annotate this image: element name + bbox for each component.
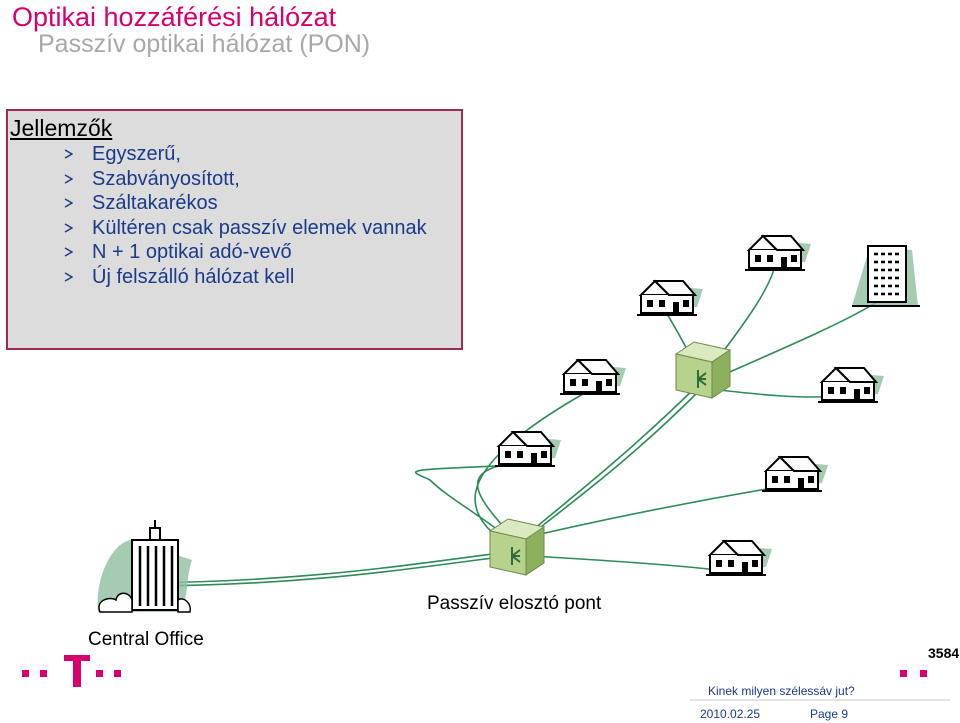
arrow-bullet-icon xyxy=(64,149,73,159)
footer-date: 2010.02.25 xyxy=(700,707,761,721)
features-heading: Jellemzők xyxy=(10,115,113,141)
house-icon xyxy=(761,456,829,492)
slide-code: 3584 xyxy=(928,645,960,661)
feature-item-text: Száltakarékos xyxy=(92,192,218,214)
features-box: Jellemzők Egyszerű, Szabványosított, Szá… xyxy=(6,109,463,350)
feature-item: Új felszálló hálózat kell xyxy=(8,265,432,290)
footer-question: Kinek milyen szélessáv jut? xyxy=(708,684,855,698)
splitter-label: Passzív elosztó pont xyxy=(427,593,602,614)
arrow-bullet-icon xyxy=(64,247,73,257)
central-office-label: Central Office xyxy=(88,629,204,650)
feature-item: Szabványosított, xyxy=(8,167,432,192)
feature-item-text: Kültéren csak passzív elemek vannak xyxy=(92,216,427,239)
house-icon xyxy=(705,540,773,576)
slide-subtitle: Passzív optikai hálózat (PON) xyxy=(38,30,371,58)
house-icon xyxy=(559,359,627,395)
feature-item-text: Szabványosított, xyxy=(92,167,240,190)
footer-dots xyxy=(22,670,927,677)
slide-title: Optikai hozzáférési hálózat xyxy=(12,2,337,32)
apartment-building-icon xyxy=(852,245,920,307)
house-icon xyxy=(744,235,812,271)
passive-splitter-main-icon xyxy=(489,518,545,576)
house-icon xyxy=(817,367,885,403)
arrow-bullet-icon xyxy=(64,173,73,184)
features-list: Egyszerű, Szabványosított, Száltakarékos… xyxy=(8,142,432,289)
passive-splitter-secondary-icon xyxy=(675,341,731,399)
feature-item: Kültéren csak passzív elemek vannak xyxy=(8,216,432,241)
feature-item: Száltakarékos xyxy=(8,191,432,216)
feature-item-text: Egyszerű, xyxy=(92,143,181,165)
arrow-bullet-icon xyxy=(64,198,73,208)
arrow-bullet-icon xyxy=(64,222,73,233)
house-icon xyxy=(494,431,562,467)
telekom-logo-icon xyxy=(64,655,90,687)
feature-item-text: N + 1 optikai adó-vevő xyxy=(92,241,292,263)
central-office-building-icon xyxy=(97,520,192,613)
feature-item: N + 1 optikai adó-vevő xyxy=(8,240,432,265)
feature-item: Egyszerű, xyxy=(8,142,432,167)
arrow-bullet-icon xyxy=(64,271,73,282)
house-icon xyxy=(636,280,704,316)
feature-item-text: Új felszálló hálózat kell xyxy=(92,265,295,288)
footer-page: Page 9 xyxy=(810,707,849,721)
